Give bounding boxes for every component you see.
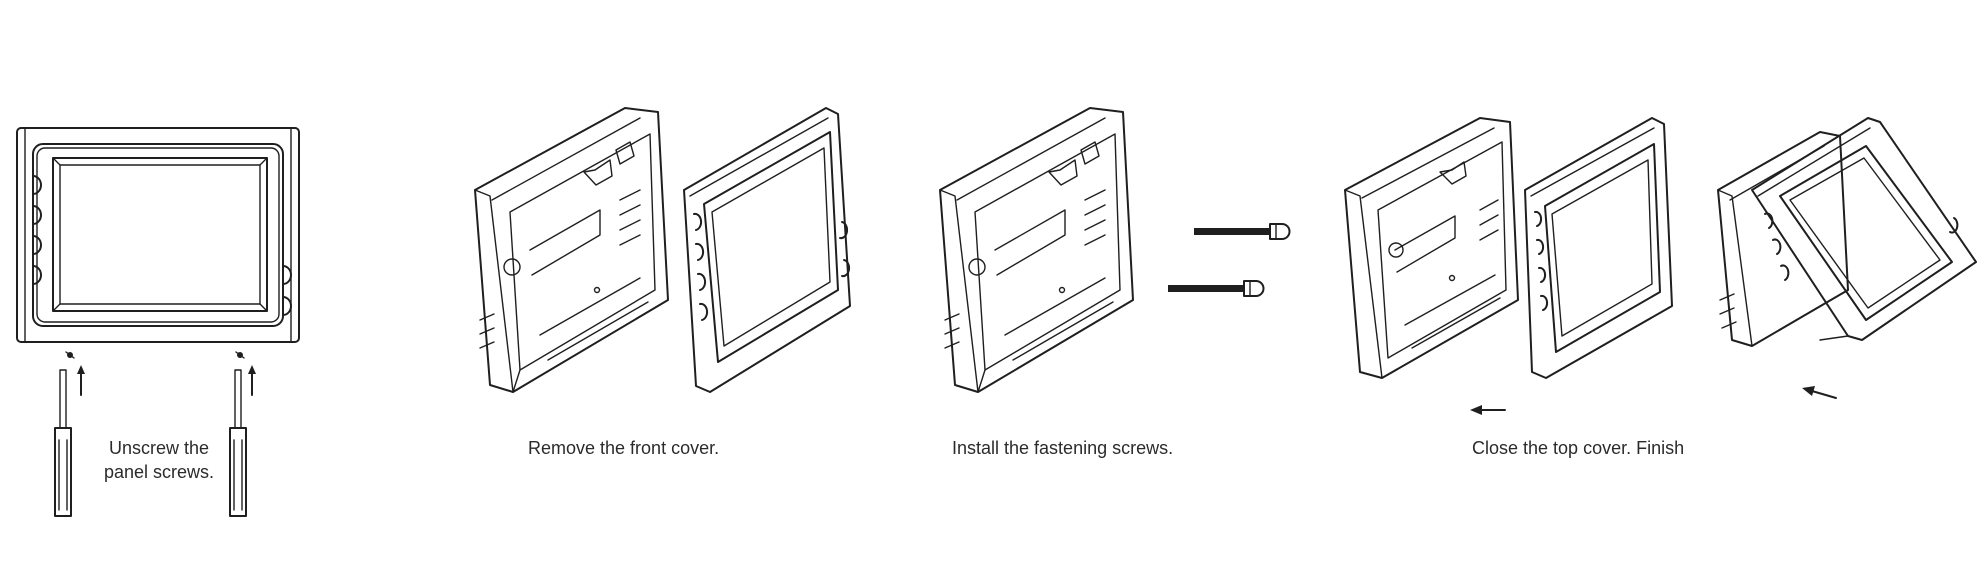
step4-caption: Close the top cover. Finish: [1472, 438, 1685, 458]
step4-front-cover: [1524, 117, 1673, 379]
step4-assembled-unit: [1717, 117, 1977, 347]
step3-screw-upper: [1194, 223, 1291, 240]
step2-front-cover: [683, 107, 851, 393]
step1-panel-front-view: [16, 127, 300, 343]
step1-caption-line2: panel screws.: [103, 462, 215, 482]
step1-screwdriver-right: [229, 351, 256, 517]
step3-caption: Install the fastening screws.: [952, 438, 1174, 458]
step3-screw-lower: [1168, 280, 1265, 297]
step2-back-box: [474, 107, 669, 393]
step2-caption: Remove the front cover.: [528, 438, 720, 458]
step4-arrow-left: [1470, 405, 1506, 415]
step1-caption: Unscrew the panel screws.: [94, 436, 224, 484]
step4-arrow-close: [1802, 386, 1837, 399]
step1-screwdriver-left: [54, 351, 85, 517]
step4-back-box: [1344, 117, 1519, 379]
step3-back-box: [939, 107, 1134, 393]
step1-caption-line1: Unscrew the: [108, 438, 210, 458]
